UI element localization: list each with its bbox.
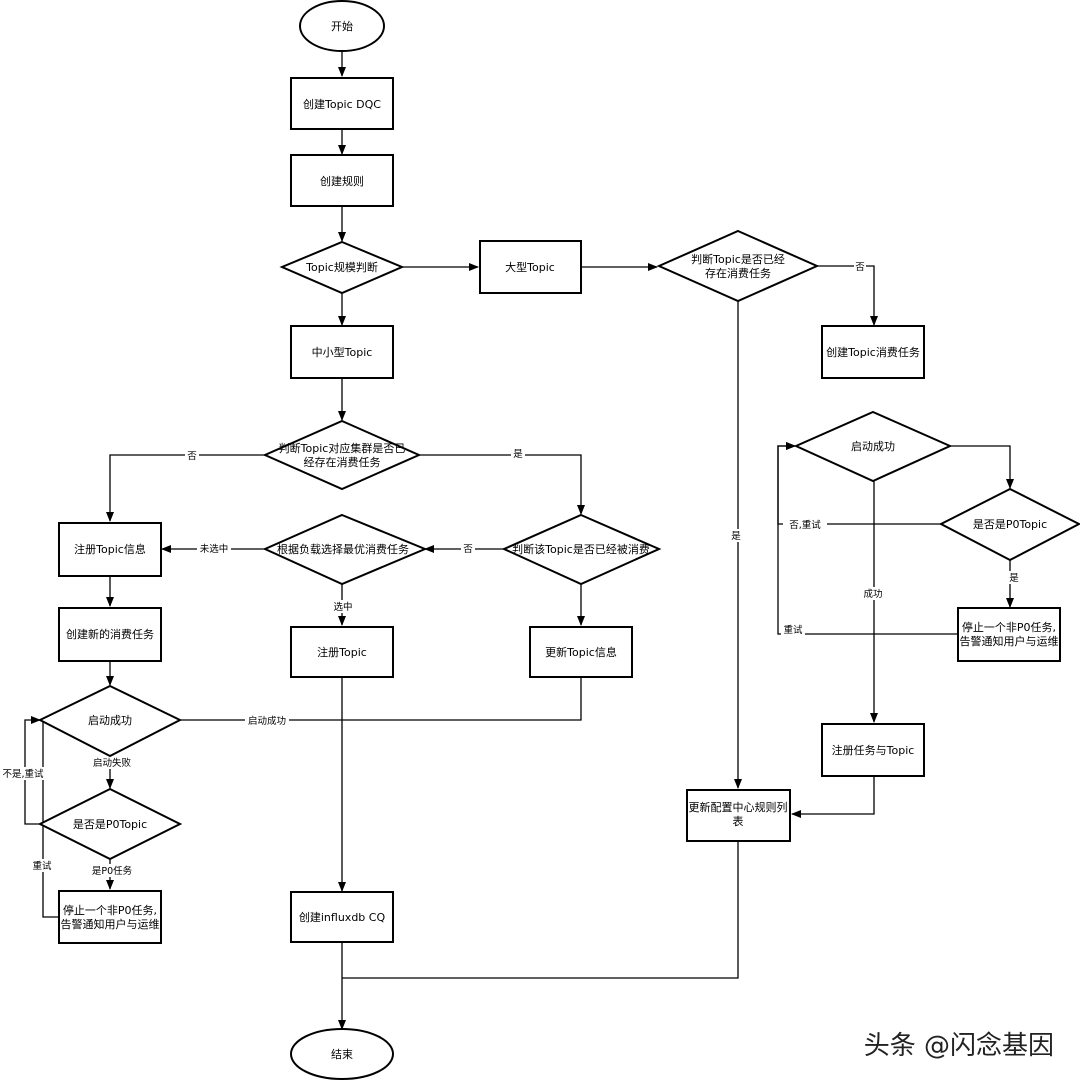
start-label: 开始 xyxy=(331,19,353,33)
left-start-ok-label: 启动成功 xyxy=(88,714,132,727)
scale-judge-node xyxy=(279,240,405,295)
label-start-fail: 启动失败 xyxy=(93,757,132,769)
left-stop-node xyxy=(58,890,162,944)
right-stop-label-2: 告警通知用户与运维 xyxy=(960,634,1059,648)
judge-cluster-label-2: 经存在消费任务 xyxy=(304,455,381,469)
label-retry-right: 重试 xyxy=(783,624,803,636)
left-stop-label-2: 告警通知用户与运维 xyxy=(61,917,160,931)
label-start-ok-edge: 启动成功 xyxy=(248,715,286,727)
right-is-p0-label: 是否是P0Topic xyxy=(973,518,1047,531)
judge-big-label-1: 判断Topic是否已经 xyxy=(691,252,785,266)
create-rule-label: 创建规则 xyxy=(320,174,364,188)
label-yes-big: 是 xyxy=(731,531,741,542)
end-node xyxy=(290,1028,394,1080)
register-task-topic-label: 注册任务与Topic xyxy=(832,743,915,757)
label-p0-task: 是P0任务 xyxy=(92,865,133,877)
right-start-ok-label: 启动成功 xyxy=(851,440,895,453)
edge-judgebig-no xyxy=(817,265,878,326)
update-info-node xyxy=(529,626,633,678)
right-is-p0-node xyxy=(938,487,1080,562)
left-is-p0-node xyxy=(37,787,183,861)
right-stop-node xyxy=(957,607,1061,662)
edge-update-to-startok xyxy=(180,677,582,721)
big-topic-node xyxy=(479,240,582,294)
update-config-label-2: 表 xyxy=(733,814,744,828)
edges xyxy=(24,51,1014,1030)
register-topic-node xyxy=(290,626,394,678)
create-cq-label: 创建influxdb CQ xyxy=(299,910,386,924)
judge-cluster-label-1: 判断Topic对应集群是否已 xyxy=(279,441,406,455)
create-dqc-node xyxy=(290,77,394,130)
label-success: 成功 xyxy=(863,588,882,600)
watermark-text: 头条 @闪念基因 xyxy=(864,1031,1054,1061)
label-not-chosen: 未选中 xyxy=(200,543,229,555)
label-chosen: 选中 xyxy=(333,601,352,613)
right-stop-label-1: 停止一个非P0任务, xyxy=(962,620,1056,634)
left-start-ok-node xyxy=(37,684,183,758)
create-consume-task-node xyxy=(821,325,925,379)
end-label: 结束 xyxy=(331,1048,353,1061)
label-cluster-no: 否 xyxy=(187,451,197,462)
update-config-label-1: 更新配置中心规则列 xyxy=(689,800,788,814)
register-info-label: 注册Topic信息 xyxy=(74,542,146,556)
label-yes-right: 是 xyxy=(1009,573,1019,584)
left-is-p0-label: 是否是P0Topic xyxy=(73,818,147,831)
nodes: 开始 创建Topic DQC 创建规则 Topic规模判断 大型Topic 判断… xyxy=(37,0,1080,1080)
label-retry-left: 重试 xyxy=(32,860,52,872)
judge-consumed-label: 判断该Topic是否已经被消费 xyxy=(512,542,650,556)
edge-labels: 否 否 是 未选中 否 选中 启动成功 启动失败 不是,重试 是P0任务 重试 … xyxy=(0,261,1021,877)
create-rule-node xyxy=(290,154,394,207)
edge-rstop-retry xyxy=(777,442,958,635)
start-node xyxy=(299,0,385,52)
register-info-node xyxy=(58,522,162,577)
label-not-retry-left: 不是,重试 xyxy=(2,768,44,780)
label-cluster-yes: 是 xyxy=(513,449,523,460)
edge-cluster-yes xyxy=(419,454,585,515)
create-dqc-label: 创建Topic DQC xyxy=(303,97,381,111)
create-cq-node xyxy=(290,891,394,943)
judge-consumed-node xyxy=(501,513,662,586)
left-stop-label-1: 停止一个非P0任务, xyxy=(63,903,157,917)
edge-regtask-to-updateconfig xyxy=(791,776,875,818)
edge-update-config-to-end xyxy=(342,841,739,979)
judge-big-node xyxy=(656,229,820,303)
create-new-task-label: 创建新的消费任务 xyxy=(66,627,154,641)
scale-judge-label: Topic规模判断 xyxy=(305,260,378,274)
update-info-label: 更新Topic信息 xyxy=(545,645,617,659)
small-topic-label: 中小型Topic xyxy=(312,345,373,359)
judge-cluster-node xyxy=(262,419,422,491)
big-topic-label: 大型Topic xyxy=(505,260,555,274)
register-task-topic-node xyxy=(821,723,925,777)
label-no-retry-right: 否,重试 xyxy=(789,519,821,531)
update-config-node xyxy=(686,789,791,842)
small-topic-node xyxy=(290,325,394,379)
label-consumed-no: 否 xyxy=(463,544,473,555)
create-new-task-node xyxy=(58,607,162,662)
edge-cluster-no xyxy=(106,454,265,522)
choose-task-label: 根据负载选择最优消费任务 xyxy=(277,542,409,556)
judge-big-label-2: 存在消费任务 xyxy=(705,266,771,280)
create-consume-task-label: 创建Topic消费任务 xyxy=(826,345,920,359)
choose-task-node xyxy=(262,513,428,586)
edge-rstart-to-p0 xyxy=(950,445,1014,489)
label-no-top-right: 否 xyxy=(855,262,865,273)
right-start-ok-node xyxy=(793,410,953,483)
register-topic-label: 注册Topic xyxy=(317,645,367,659)
